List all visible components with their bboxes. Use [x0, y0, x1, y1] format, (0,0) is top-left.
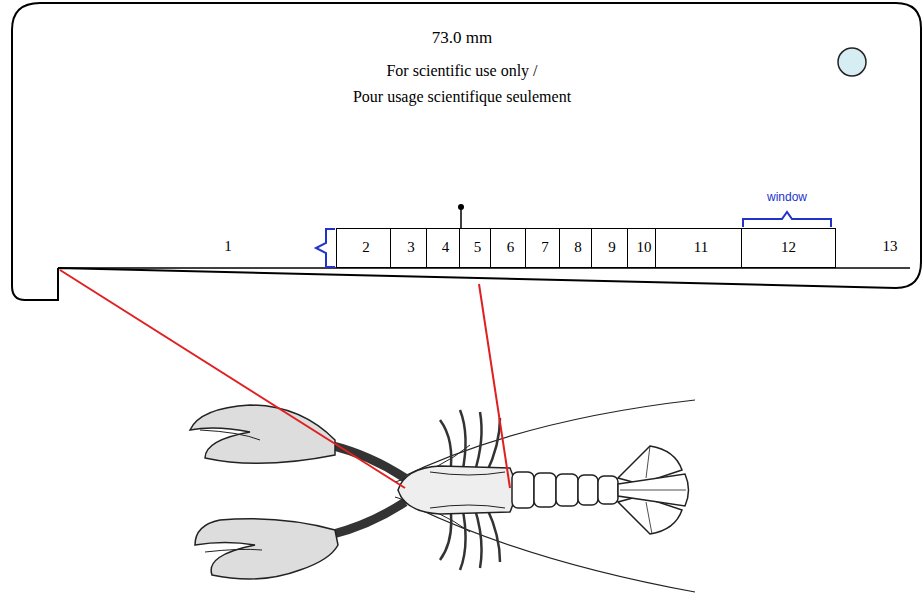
pin-marker [460, 208, 462, 228]
scale-number: 9 [592, 229, 632, 266]
scale-number: 11 [656, 229, 746, 266]
window-bracket [743, 212, 831, 227]
gauge-notice: Pour usage scientifique seulement [353, 88, 571, 106]
scale-number: 13 [883, 238, 898, 255]
measure-line [479, 284, 510, 488]
scale-number: 1 [224, 238, 232, 255]
dimension-text: 73.0 mm [432, 28, 492, 48]
measuring-gauge: 73.0 mm For scientific use only / Pour usa… [0, 0, 924, 305]
pin-dot [458, 204, 464, 210]
scale-box: 11 [655, 228, 747, 268]
window-label: window [767, 190, 807, 204]
scale-box: 12 [741, 228, 836, 268]
blue-bracket [316, 229, 335, 267]
measure-line [60, 270, 405, 488]
scale-number: 3 [391, 229, 431, 266]
scale-box: 2 [336, 228, 396, 268]
scale-number: 2 [337, 229, 395, 266]
gauge-hole [838, 48, 866, 76]
gauge-notice: For scientific use only / [386, 62, 537, 80]
scale-number: 12 [742, 229, 835, 266]
gauge-outline [12, 3, 921, 300]
